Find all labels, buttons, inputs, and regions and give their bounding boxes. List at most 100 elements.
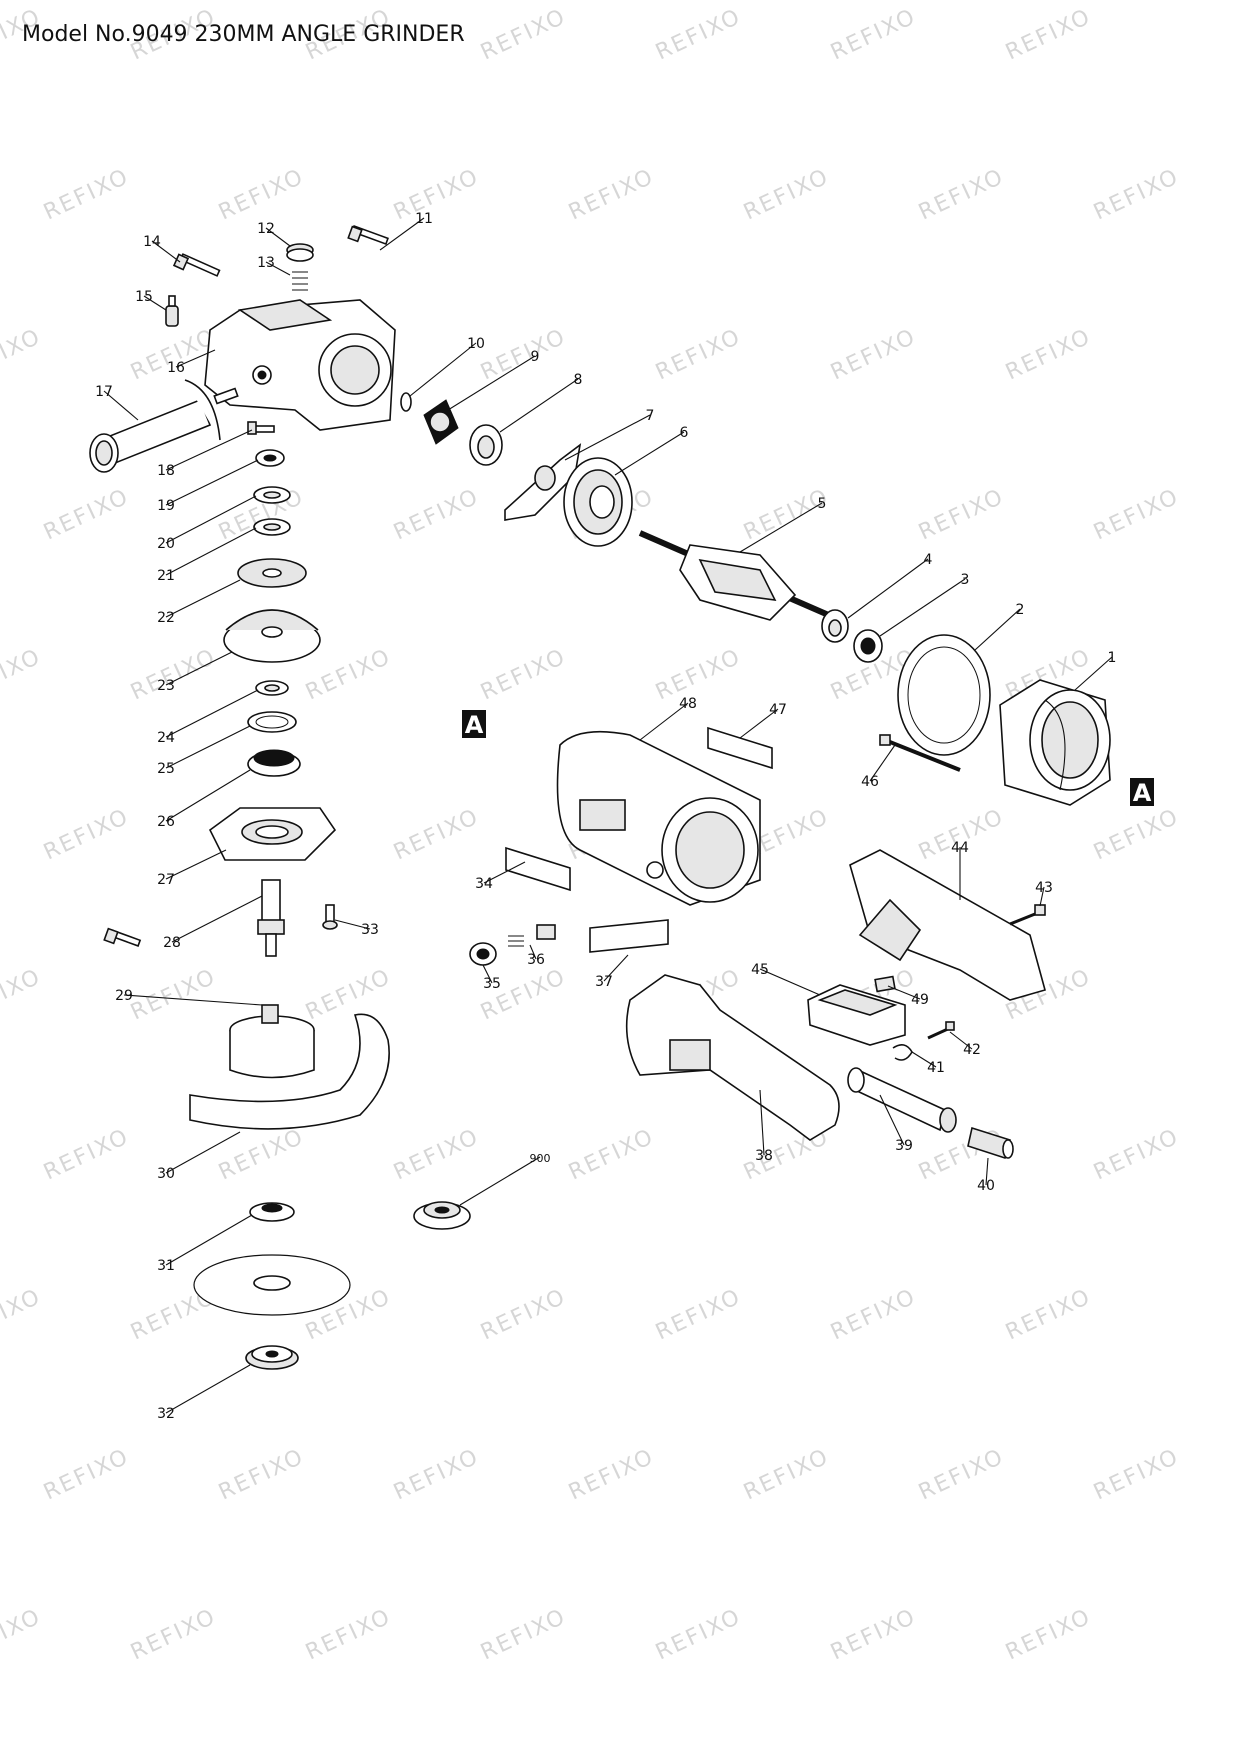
watermark-text: REFIXO <box>215 1124 308 1185</box>
watermark-text: REFIXO <box>40 1444 133 1505</box>
part-21-washer <box>253 518 291 536</box>
part-label-1: 1 <box>1108 650 1117 666</box>
motor-housing-assembly <box>469 726 773 966</box>
watermark-text: REFIXO <box>390 1444 483 1505</box>
leader-line-7 <box>564 414 651 461</box>
watermark-text: REFIXO <box>1002 1284 1095 1345</box>
watermark-text: REFIXO <box>0 324 45 385</box>
leader-line-12 <box>265 227 291 247</box>
leader-line-46 <box>869 744 896 782</box>
part-label-42: 42 <box>963 1042 981 1058</box>
leader-line-38 <box>759 1089 765 1156</box>
watermark-text: REFIXO <box>827 4 920 65</box>
watermark-text: REFIXO <box>652 4 745 65</box>
watermark-text: REFIXO <box>477 644 570 705</box>
part-label-21: 21 <box>157 568 175 584</box>
part-25-retaining-ring <box>247 711 297 733</box>
part-16-gear-housing <box>204 299 396 431</box>
watermark-text: REFIXO <box>302 964 395 1025</box>
watermark-text: REFIXO <box>915 484 1008 545</box>
part-callouts: 1234567891011121314151617181920212223242… <box>95 211 1116 1422</box>
part-label-13: 13 <box>257 255 275 271</box>
part-19-bearing <box>255 449 285 467</box>
part-32-lock-nut <box>245 1345 299 1370</box>
part-20-washer <box>253 486 291 504</box>
watermark-text: REFIXO <box>740 1444 833 1505</box>
watermark-text: REFIXO <box>1090 804 1183 865</box>
watermark-text: REFIXO <box>565 1124 658 1185</box>
part-label-2: 2 <box>1016 602 1025 618</box>
part-28-spindle <box>257 879 285 957</box>
watermark-text: REFIXO <box>740 484 833 545</box>
watermark-text: REFIXO <box>915 804 1008 865</box>
part-label-36: 36 <box>527 952 545 968</box>
leader-line-28 <box>171 895 263 943</box>
leader-line-2 <box>974 608 1021 651</box>
leader-line-34 <box>483 861 526 884</box>
watermark-text: REFIXO <box>390 164 483 225</box>
part-label-25: 25 <box>157 761 175 777</box>
part-label-24: 24 <box>157 730 175 746</box>
leader-line-13 <box>265 261 291 276</box>
part-label-34: 34 <box>475 876 493 892</box>
part-label-3: 3 <box>961 572 970 588</box>
watermark-text: REFIXO <box>1090 1124 1183 1185</box>
watermark-text: REFIXO <box>827 1284 920 1345</box>
part-label-29: 29 <box>115 988 133 1004</box>
part-label-17: 17 <box>95 384 113 400</box>
part-37-label <box>589 919 669 953</box>
part-45-switch <box>807 984 906 1046</box>
watermark-text: REFIXO <box>827 324 920 385</box>
part-label-38: 38 <box>755 1148 773 1164</box>
part-label-49: 49 <box>911 992 929 1008</box>
part-label-43: 43 <box>1035 880 1053 896</box>
part-label-32: 32 <box>157 1406 175 1422</box>
leader-line-31 <box>165 1214 253 1266</box>
watermark-text: REFIXO <box>915 164 1008 225</box>
part-12-lock-cap <box>286 243 314 262</box>
part-label-19: 19 <box>157 498 175 514</box>
part-label-10: 10 <box>467 336 485 352</box>
watermark-text: REFIXO <box>652 1604 745 1665</box>
part-10-retaining-ring <box>400 392 412 412</box>
part-1-field <box>999 679 1111 806</box>
part-3-rubber-ring <box>853 629 883 663</box>
part-label-22: 22 <box>157 610 175 626</box>
watermark-text: REFIXO <box>652 1284 745 1345</box>
part-5-armature <box>638 530 842 623</box>
leader-line-4 <box>847 558 929 619</box>
leader-line-15 <box>143 295 167 311</box>
watermark-text: REFIXO <box>652 324 745 385</box>
watermark-text: REFIXO <box>565 1444 658 1505</box>
leader-line-16 <box>175 349 216 368</box>
part-22-spiral-plate <box>237 558 307 588</box>
part-44-handle-cover <box>849 849 1046 1001</box>
part-label-15: 15 <box>135 289 153 305</box>
part-11-screw <box>347 224 389 246</box>
part-48-motor-housing <box>556 730 761 906</box>
leader-line-21 <box>165 527 257 576</box>
watermark-text: REFIXO <box>1002 1604 1095 1665</box>
leader-line-25 <box>165 725 251 769</box>
part-23-bevel-gear <box>223 609 321 663</box>
leader-line-29 <box>123 994 263 1006</box>
part-900-set <box>413 1201 471 1230</box>
part-label-12: 12 <box>257 221 275 237</box>
leader-line-23 <box>165 651 233 686</box>
leader-line-48 <box>639 702 689 741</box>
leader-line-37 <box>603 954 629 982</box>
leader-line-36 <box>529 944 537 960</box>
watermark-text: REFIXO <box>0 1284 45 1345</box>
watermark-text: REFIXO <box>565 164 658 225</box>
watermark-text: REFIXO <box>215 164 308 225</box>
part-36-carbon-brush <box>508 924 556 947</box>
leader-line-47 <box>739 708 779 739</box>
leader-line-49 <box>887 985 921 1000</box>
part-label-44: 44 <box>951 840 969 856</box>
part-label-48: 48 <box>679 696 697 712</box>
part-label-14: 14 <box>143 234 161 250</box>
leader-line-20 <box>165 495 257 544</box>
leader-line-42 <box>949 1031 973 1050</box>
part-grinding-disc <box>193 1254 351 1316</box>
part-30-wheel-cover <box>189 1004 390 1130</box>
